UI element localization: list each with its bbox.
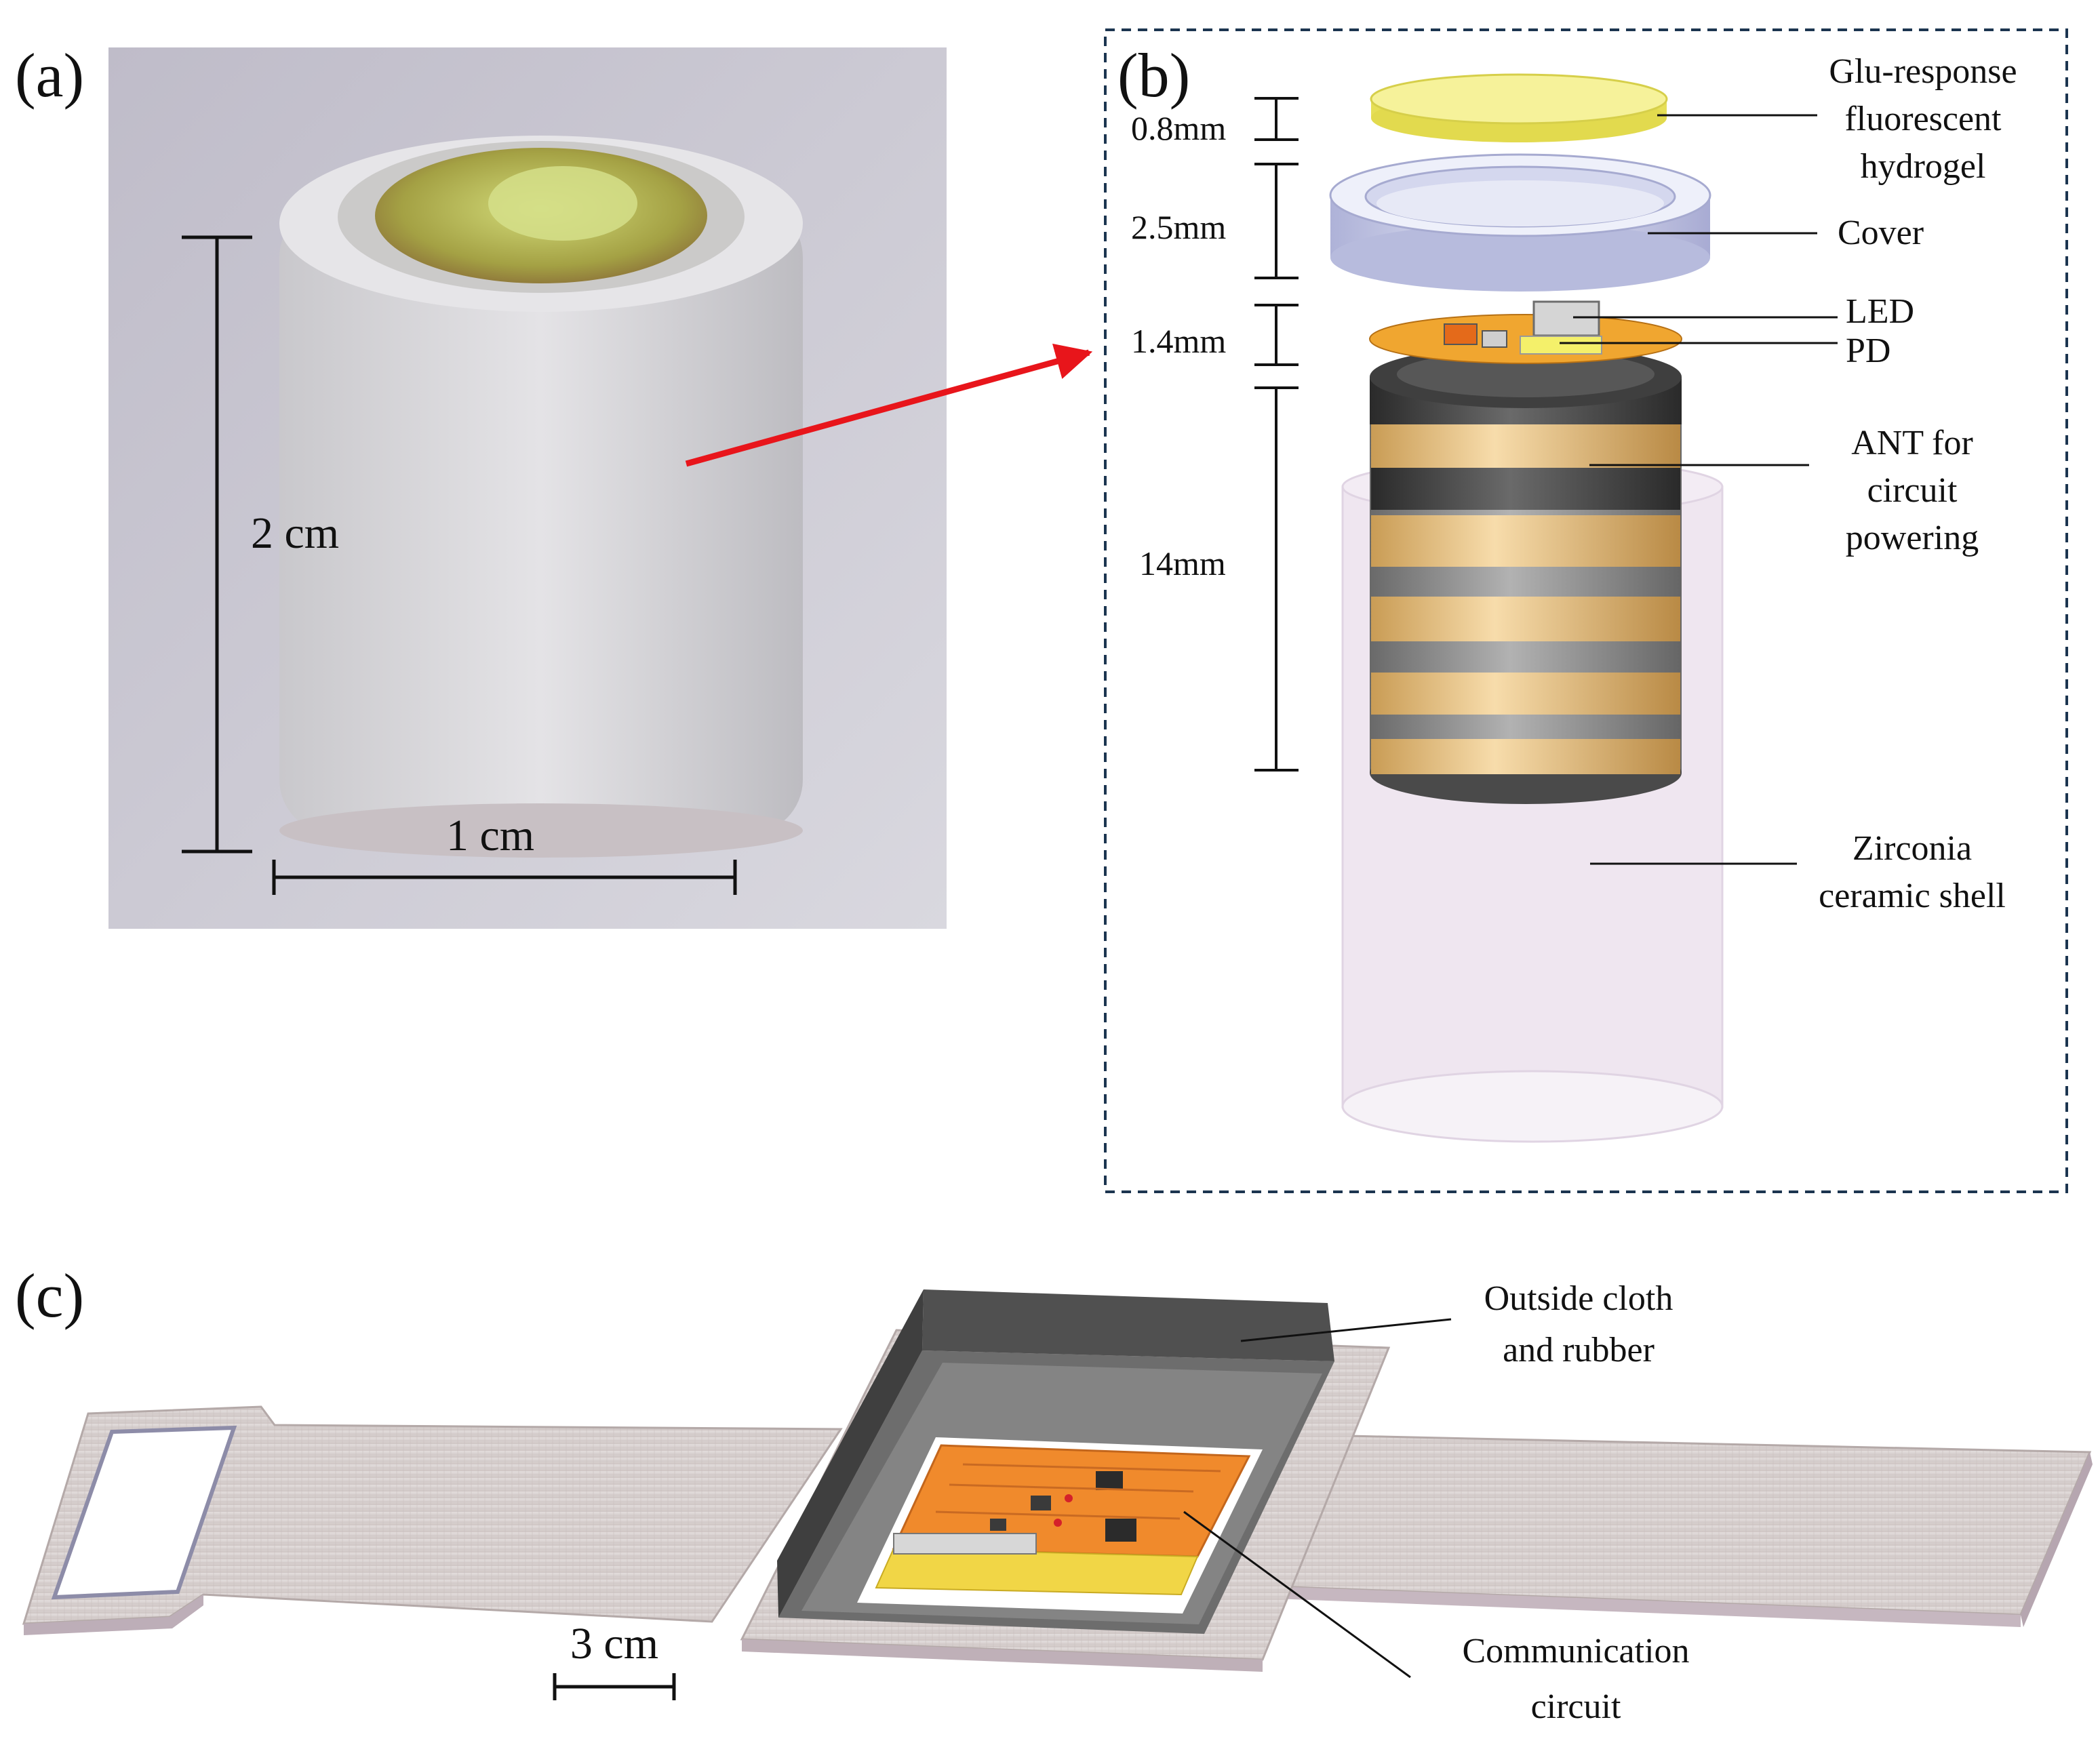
panel-a: (a) 2 cm 1 cm: [15, 41, 1093, 929]
strap-right: [1273, 1435, 2093, 1627]
dimension-cover: 2.5mm: [1131, 208, 1226, 246]
cloth-label-line-1: Outside cloth: [1484, 1279, 1673, 1318]
hydrogel-disc: [1370, 73, 1668, 142]
antenna-label-line-2: circuit: [1867, 471, 1958, 510]
height-scale-bar: [182, 235, 252, 854]
antenna-label-line-3: powering: [1846, 519, 1979, 557]
width-scale-bar: [272, 860, 737, 895]
zoom-arrow: [685, 343, 1093, 467]
width-scale-label: 1 cm: [446, 811, 534, 860]
implant-photo: [108, 47, 947, 929]
cover-label: Cover: [1838, 214, 1924, 252]
antenna-coil: [1370, 346, 1682, 804]
led-label: LED: [1846, 292, 1914, 331]
panel-b-border: [1104, 28, 2068, 1193]
circuit-board: [857, 1437, 1263, 1614]
dimension-lines: [1254, 97, 1299, 772]
circuit-label-line-1: Communication: [1462, 1632, 1689, 1670]
strap-left: [22, 1405, 843, 1635]
panel-a-label: (a): [15, 41, 84, 110]
height-scale-label: 2 cm: [251, 508, 339, 558]
antenna-label-line-1: ANT for: [1851, 424, 1973, 462]
panel-c-label: (c): [15, 1261, 84, 1330]
dimension-hydrogel: 0.8mm: [1131, 109, 1226, 147]
panel-c-scale-label: 3 cm: [570, 1619, 658, 1668]
pd-label: PD: [1846, 332, 1890, 370]
dimension-pcb: 1.4mm: [1131, 322, 1226, 360]
cover-ring: [1329, 153, 1711, 292]
circuit-label-line-2: circuit: [1531, 1687, 1621, 1726]
panel-b: (b): [1104, 28, 2068, 1193]
panel-b-label: (b): [1117, 41, 1190, 110]
panel-c-scale-bar: [553, 1673, 676, 1700]
panel-b-leaders: [1560, 114, 1838, 865]
shell-label-line-1: Zirconia: [1853, 829, 1972, 868]
panel-c-leaders: [1183, 1318, 1452, 1679]
hydrogel-label-line-2: fluorescent: [1844, 100, 2002, 138]
hydrogel-label-line-1: Glu-response: [1829, 52, 2017, 91]
optical-pcb: [1369, 300, 1682, 364]
hydrogel-label-line-3: hydrogel: [1861, 147, 1986, 186]
panel-c: (c): [15, 1261, 2093, 1726]
dimension-antenna: 14mm: [1139, 544, 1226, 582]
shell-label-line-2: ceramic shell: [1819, 877, 2006, 915]
cloth-label-line-2: and rubber: [1503, 1331, 1655, 1369]
buckle-opening: [51, 1425, 237, 1600]
